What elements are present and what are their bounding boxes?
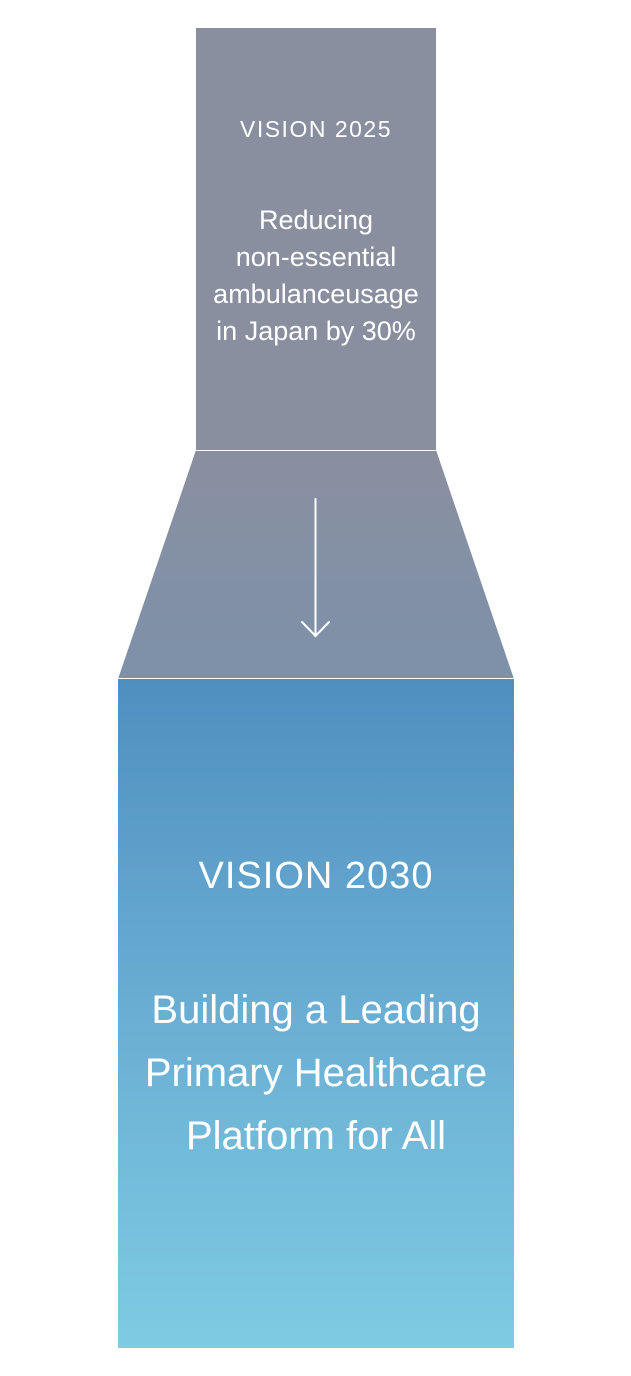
vision-2025-description: Reducing non-essential ambulanceusage in… <box>200 202 432 350</box>
arrow-down-icon <box>301 498 330 638</box>
vision-2025-line-2: non-essential <box>235 242 397 272</box>
vision-2030-line-3: Platform for All <box>185 1114 447 1158</box>
funnel-connector <box>118 450 514 679</box>
vision-2025-line-4: in Japan by 30% <box>216 316 416 346</box>
vision-2030-line-2: Primary Healthcare <box>144 1051 488 1095</box>
vision-2025-title: VISION 2025 <box>239 116 393 142</box>
vision-2030-description: Building a Leading Primary Healthcare Pl… <box>118 979 514 1168</box>
vision-2025-line-3: ambulanceusage <box>213 279 419 309</box>
vision-2030-line-1: Building a Leading <box>151 988 481 1032</box>
vision-2025-line-1: Reducing <box>258 205 374 235</box>
vision-2030-title: VISION 2030 <box>198 855 434 897</box>
vision-2030-box: VISION 2030 Building a Leading Primary H… <box>118 679 514 1348</box>
vision-2025-box: VISION 2025 Reducing non-essential ambul… <box>196 28 436 450</box>
